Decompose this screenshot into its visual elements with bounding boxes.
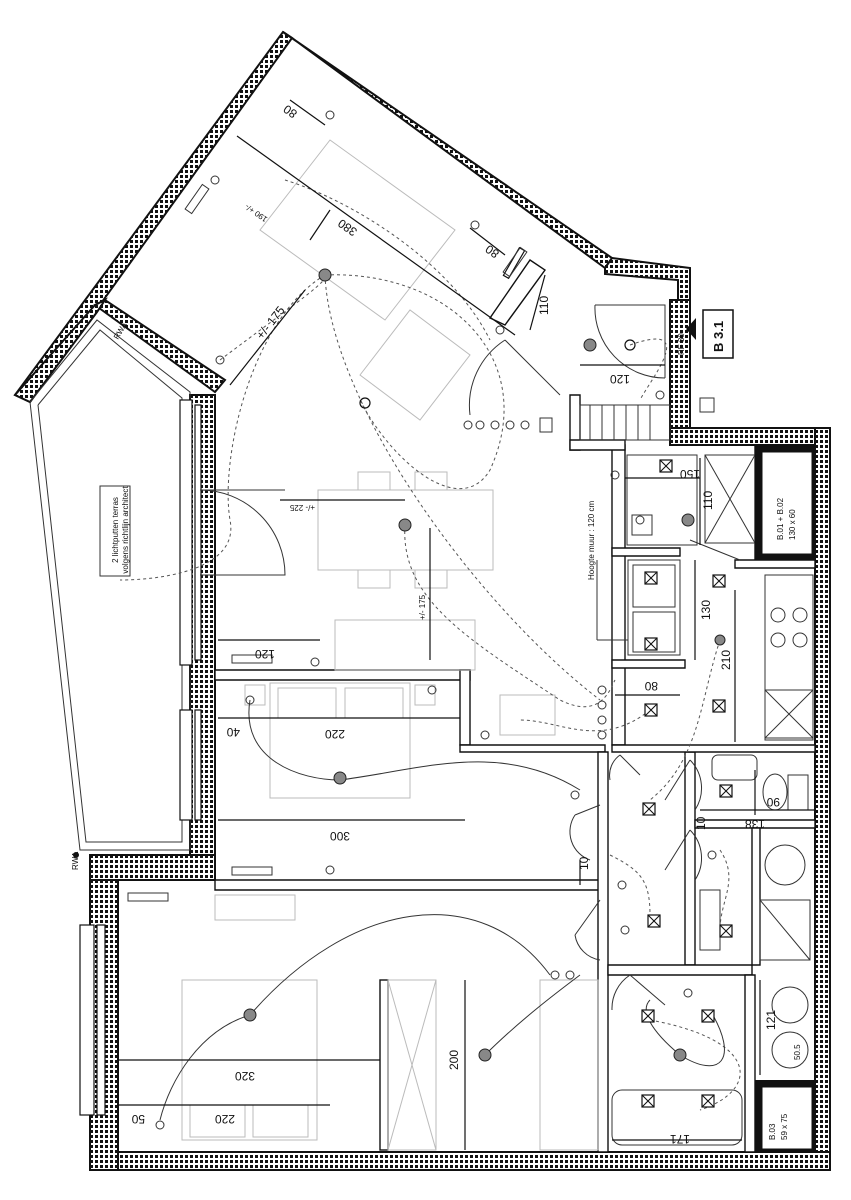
shaft-bottom: B.03 59 x 75 <box>755 1080 815 1152</box>
light-bed2-b <box>478 1048 492 1062</box>
dim-living-width: 380 <box>335 216 360 239</box>
staircase <box>579 404 671 441</box>
rwa-left-label: RWA <box>71 851 80 870</box>
dim-door-10: 10 <box>577 856 591 870</box>
svg-text:59 x 75: 59 x 75 <box>780 1113 789 1140</box>
dim-hall-120: 120 <box>610 372 630 386</box>
light-entry <box>583 338 597 352</box>
dim-living-small: 190 +/- <box>243 202 269 224</box>
svg-text:B.03: B.03 <box>768 1123 777 1140</box>
dim-hall-110: 110 <box>537 296 551 315</box>
light-bed2-a <box>243 1008 257 1022</box>
dim-bed1-300: 300 <box>330 829 350 843</box>
dim-bed1-40: 40 <box>226 725 240 739</box>
dimension-lines <box>118 99 815 1150</box>
doors <box>199 304 741 1011</box>
interior-walls <box>214 259 816 1153</box>
light-bath-2 <box>673 1048 687 1062</box>
dim-living-diag: +/- 175 <box>253 303 287 342</box>
signal-wiring <box>159 699 725 1121</box>
dim-wc-138: 138 <box>745 817 765 831</box>
windows <box>79 246 526 1116</box>
dim-kitchen-130: 130 <box>699 600 713 620</box>
shaft-top: B.01 + B.02 130 x 60 <box>755 445 815 560</box>
dim-bath-171: 171 <box>670 1132 690 1146</box>
switches <box>155 110 717 1130</box>
dim-radiator-120: 120 <box>255 647 275 661</box>
apartment-tag: B 3.1 <box>711 321 726 352</box>
dim-bath-121: 121 <box>764 1010 778 1030</box>
plan-annotations: Hoogte muur : 120 cm RF 30 B 3.1 <box>587 309 734 641</box>
light-kitchen <box>714 634 726 646</box>
svg-text:B.01 + B.02: B.01 + B.02 <box>776 497 785 540</box>
electrical-wiring <box>119 179 741 1111</box>
dim-side-wall: 80 <box>482 242 501 261</box>
svg-text:volgens richtlijn architect: volgens richtlijn architect <box>121 486 130 574</box>
light-living-1 <box>318 268 332 282</box>
light-bed1 <box>333 771 347 785</box>
dim-bed2-220: 220 <box>215 1112 235 1126</box>
dim-bed2-320: 320 <box>235 1069 255 1083</box>
dim-kitchen-210: 210 <box>719 650 733 670</box>
furniture <box>127 139 814 1146</box>
dim-bed2-50: 50 <box>131 1112 145 1126</box>
dim-bath-505: 50.5 <box>793 1044 802 1060</box>
dim-wc-10: 10 <box>694 816 708 830</box>
spot-lights <box>641 459 733 1108</box>
dim-bath-110: 110 <box>701 491 715 510</box>
svg-text:130 x 60: 130 x 60 <box>788 509 797 540</box>
light-living-sun <box>359 339 636 409</box>
dim-bed1-220: 220 <box>325 727 345 741</box>
dimension-labels: 380 +/- 175 80 190 +/- 80 110 120 +/- 22… <box>131 102 802 1146</box>
light-dining <box>398 518 412 532</box>
fire-rating: RF 30 <box>677 333 686 355</box>
dim-table: +/- 225 <box>289 503 315 512</box>
dim-bath-150: 150 <box>680 467 700 481</box>
dim-bed2-200: 200 <box>447 1050 461 1070</box>
ceiling-lights <box>243 268 726 1062</box>
dim-kitchen-80: 80 <box>644 679 658 693</box>
ceiling-note: Hoogte muur : 120 cm <box>587 501 596 580</box>
dim-table-v: +/- 175 <box>418 594 427 620</box>
light-bath-1 <box>681 513 695 527</box>
dim-wc-90: 90 <box>766 795 780 809</box>
terrace-note: 2 lichtputten terras volgens richtlijn a… <box>111 486 130 574</box>
terrace: 2 lichtputten terras volgens richtlijn a… <box>29 319 191 870</box>
svg-text:2 lichtputten terras: 2 lichtputten terras <box>111 497 120 563</box>
